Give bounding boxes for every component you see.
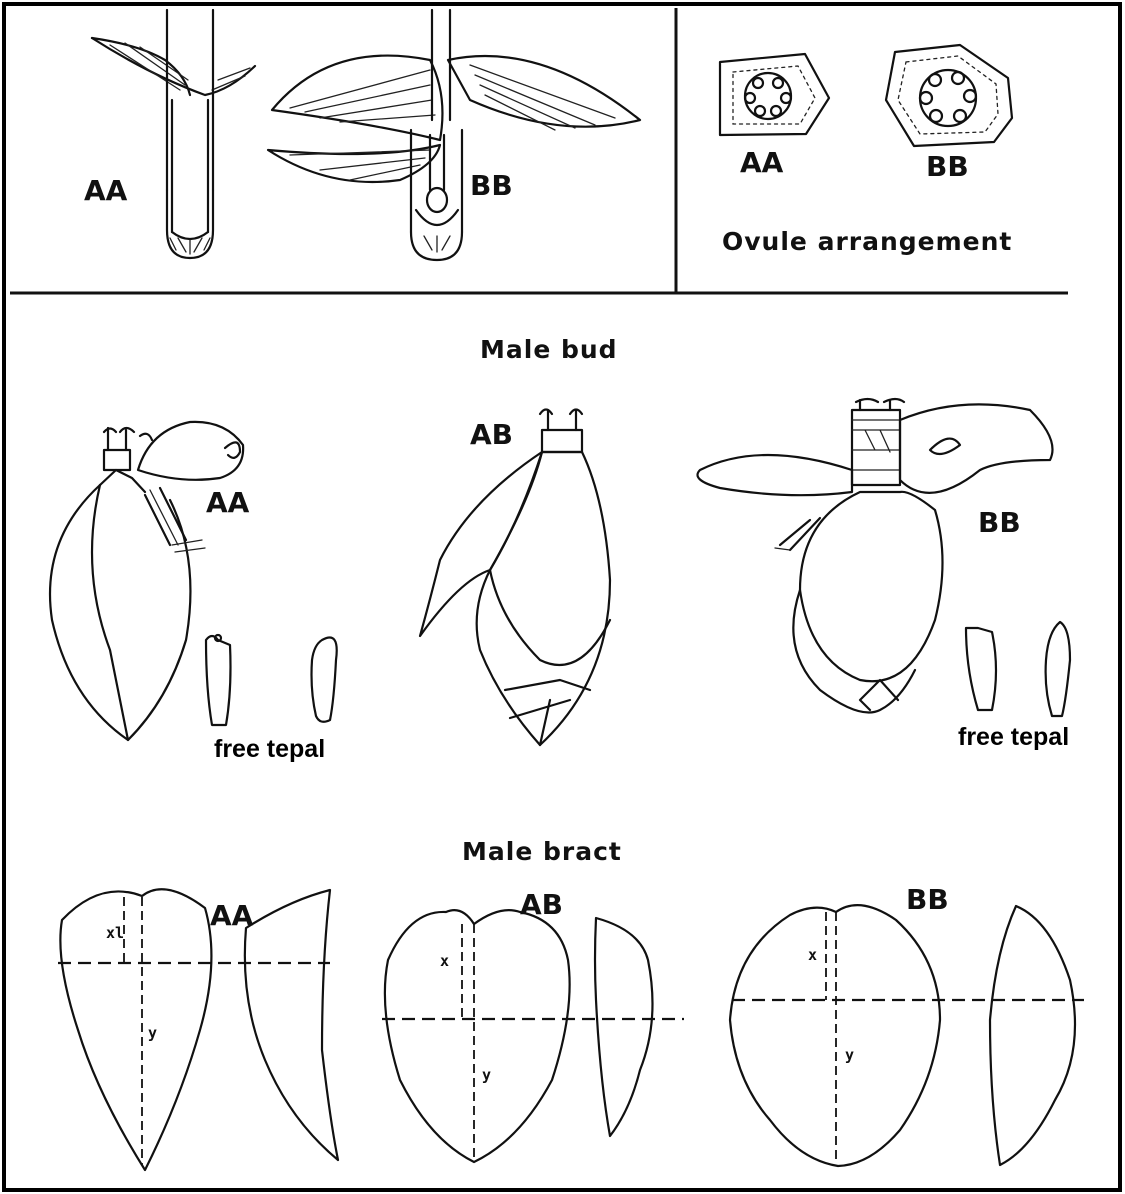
label-top-bb: BB [470,169,513,202]
mark-x-aa: xl [106,924,124,942]
mark-y-ab: y [482,1066,491,1084]
ovary-section-bb [268,10,640,260]
ovule-cross-section-aa [720,54,829,135]
label-ovule-bb: BB [926,150,969,183]
caption-free-tepal-left: free tepal [214,735,325,763]
male-bract-bb [730,905,1084,1166]
male-bract-aa [58,889,338,1170]
mark-x-bb: x [808,946,817,964]
label-ovule-aa: AA [740,146,784,179]
label-bud-aa: AA [206,486,250,519]
label-bud-bb: BB [978,506,1021,539]
mark-y-bb: y [845,1046,854,1064]
mark-x-ab: x [440,952,449,970]
caption-free-tepal-right: free tepal [958,723,1069,751]
ovary-section-aa [92,10,255,258]
label-bract-ab: AB [520,888,563,921]
mark-y-aa: y [148,1024,157,1042]
male-bud-ab [420,410,610,746]
caption-ovule-arrangement: Ovule arrangement [722,227,1012,256]
label-bud-ab: AB [470,418,513,451]
label-bract-aa: AA [210,899,254,932]
male-bud-aa [50,422,243,740]
label-bract-bb: BB [906,883,949,916]
free-tepals-bb [966,622,1070,716]
free-tepals-aa [206,635,337,725]
title-male-bud: Male bud [480,335,618,364]
label-top-aa: AA [84,174,128,207]
male-bud-bb [698,399,1053,713]
male-bract-ab [382,910,684,1162]
ovule-cross-section-bb [886,45,1012,146]
title-male-bract: Male bract [462,837,622,866]
